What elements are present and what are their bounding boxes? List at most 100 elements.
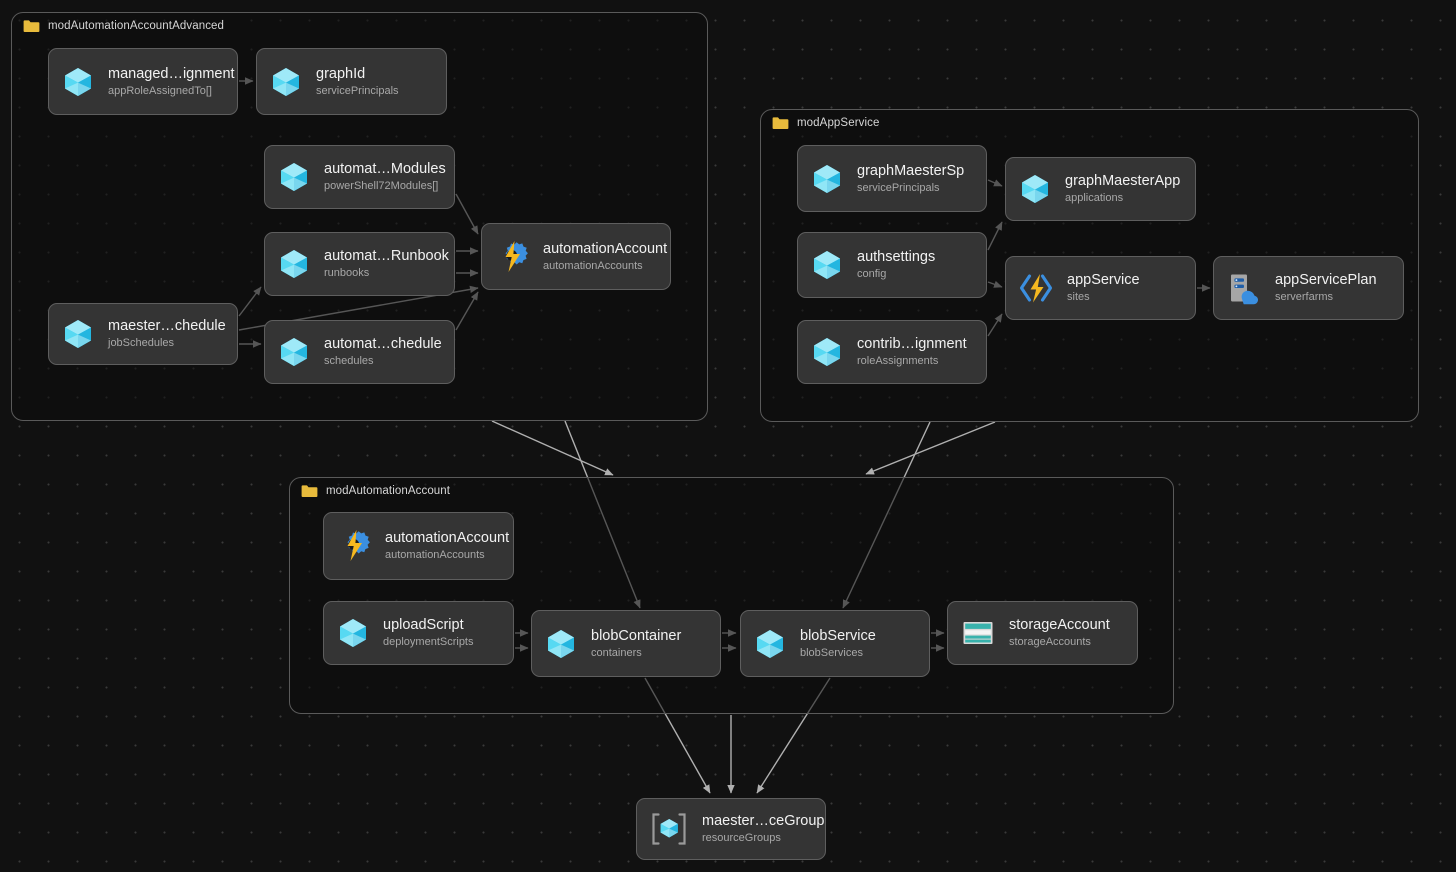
node-subtitle: schedules — [324, 355, 374, 367]
resource-group-icon — [652, 813, 686, 845]
node-title: appService — [1067, 272, 1140, 288]
app-service-icon — [1019, 274, 1053, 303]
group-header-modAppService[interactable]: modAppService — [772, 116, 879, 130]
node-text: managed…ignment appRoleAssignedTo[] — [108, 65, 235, 98]
node-subtitle: resourceGroups — [702, 832, 781, 844]
cube-icon — [281, 338, 307, 366]
node-text: automat…chedule schedules — [324, 336, 442, 368]
node-subtitle: config — [857, 268, 887, 280]
node-storageAccount[interactable]: storageAccount storageAccounts — [947, 601, 1138, 665]
edge-advgroup-to-modaa — [491, 420, 614, 476]
folder-icon — [301, 485, 318, 497]
node-text: automat…Runbook runbooks — [324, 248, 449, 280]
node-text: graphMaesterApp applications — [1065, 173, 1180, 205]
node-text: authsettings config — [857, 249, 935, 281]
cube-icon — [281, 250, 307, 278]
node-appServicePlan[interactable]: appServicePlan serverfarms — [1213, 256, 1404, 320]
automation-account-icon — [347, 530, 370, 561]
node-text: maester…chedule jobSchedules — [108, 318, 226, 350]
edge-appservice-group-to-modaa — [865, 421, 996, 475]
node-title: automationAccount — [385, 530, 510, 546]
node-graphId[interactable]: graphId servicePrincipals — [256, 48, 447, 115]
node-uploadScript[interactable]: uploadScript deploymentScripts — [323, 601, 514, 665]
node-graphMaesterApp[interactable]: graphMaesterApp applications — [1005, 157, 1196, 221]
node-text: storageAccount storageAccounts — [1009, 617, 1110, 649]
node-text: appServicePlan serverfarms — [1275, 272, 1377, 304]
node-subtitle: servicePrincipals — [316, 84, 399, 97]
group-header-modAutomationAccountAdvanced[interactable]: modAutomationAccountAdvanced — [23, 19, 224, 33]
group-label: modAutomationAccountAdvanced — [48, 20, 225, 32]
node-text: uploadScript deploymentScripts — [383, 617, 474, 649]
node-automationRunbook[interactable]: automat…Runbook runbooks — [264, 232, 455, 296]
node-title: graphMaesterSp — [857, 162, 965, 179]
node-title: managed…ignment — [108, 65, 235, 82]
node-authsettings[interactable]: authsettings config — [797, 232, 987, 298]
node-subtitle: applications — [1065, 192, 1124, 204]
node-subtitle: roleAssignments — [857, 355, 939, 367]
node-title: authsettings — [857, 249, 936, 265]
node-subtitle: containers — [591, 646, 642, 659]
node-title: maester…chedule — [108, 318, 226, 334]
group-label: modAutomationAccount — [326, 485, 451, 497]
node-text: automationAccount automationAccounts — [385, 530, 510, 562]
node-appService[interactable]: appService sites — [1005, 256, 1196, 320]
node-subtitle: appRoleAssignedTo[] — [108, 84, 212, 97]
node-subtitle: automationAccounts — [385, 549, 485, 561]
node-subtitle: runbooks — [324, 267, 370, 279]
node-text: blobService blobServices — [800, 628, 876, 660]
node-blobService[interactable]: blobService blobServices — [740, 610, 930, 677]
cube-icon — [340, 619, 366, 647]
folder-icon — [23, 20, 40, 32]
node-text: blobContainer containers — [591, 628, 681, 660]
storage-account-icon — [963, 622, 993, 644]
node-blobContainer[interactable]: blobContainer containers — [531, 610, 721, 677]
node-contributorRoleAssignment[interactable]: contrib…ignment roleAssignments — [797, 320, 987, 384]
node-text: appService sites — [1067, 272, 1140, 304]
group-label: modAppService — [797, 117, 880, 129]
group-header-modAutomationAccount[interactable]: modAutomationAccount — [301, 484, 450, 498]
cube-icon — [1022, 175, 1048, 203]
node-subtitle: sites — [1067, 291, 1090, 303]
node-subtitle: blobServices — [800, 646, 863, 659]
node-title: blobContainer — [591, 627, 682, 644]
cube-icon — [273, 67, 299, 96]
cube-icon — [814, 338, 840, 366]
node-title: maester…ceGroup — [702, 813, 825, 829]
folder-icon — [772, 117, 789, 129]
node-title: graphId — [316, 65, 366, 82]
cube-icon — [548, 629, 574, 658]
node-automationSchedule[interactable]: automat…chedule schedules — [264, 320, 455, 384]
node-subtitle: storageAccounts — [1009, 636, 1091, 648]
node-title: storageAccount — [1009, 617, 1110, 633]
node-automationAccountInner[interactable]: automationAccount automationAccounts — [323, 512, 514, 580]
node-title: contrib…ignment — [857, 336, 967, 352]
node-maesterResourceGroup[interactable]: maester…ceGroup resourceGroups — [636, 798, 826, 860]
node-managedIdentityRoleAssignment[interactable]: managed…ignment appRoleAssignedTo[] — [48, 48, 238, 115]
cube-icon — [814, 251, 840, 279]
cube-icon — [281, 163, 307, 191]
node-title: appServicePlan — [1275, 272, 1377, 288]
node-subtitle: jobSchedules — [108, 337, 175, 349]
node-subtitle: serverfarms — [1275, 291, 1334, 303]
automation-account-icon — [505, 240, 528, 272]
node-title: uploadScript — [383, 617, 464, 633]
cube-icon — [65, 320, 91, 348]
node-text: graphId servicePrincipals — [316, 66, 399, 98]
node-title: automat…Modules — [324, 161, 446, 177]
node-title: automat…Runbook — [324, 248, 449, 264]
node-subtitle: automationAccounts — [543, 259, 643, 272]
cube-icon — [757, 629, 783, 658]
node-subtitle: deploymentScripts — [383, 636, 474, 648]
node-title: automat…chedule — [324, 336, 442, 352]
node-title: blobService — [800, 627, 876, 644]
node-text: contrib…ignment roleAssignments — [857, 336, 967, 368]
node-maesterJobSchedule[interactable]: maester…chedule jobSchedules — [48, 303, 238, 365]
node-title: graphMaesterApp — [1065, 173, 1181, 189]
